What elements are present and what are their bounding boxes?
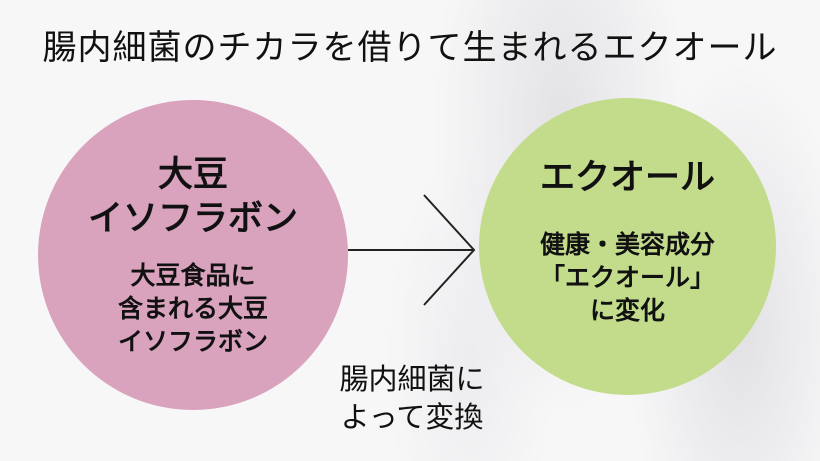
soy-isoflavone-description: 大豆食品に 含まれる大豆 イソフラボン [118, 259, 268, 358]
note-line: よって変換 [340, 400, 484, 434]
description-line: 「エクオール」 [539, 263, 715, 292]
conversion-note: 腸内細菌に よって変換 [322, 360, 502, 436]
equol-heading: エクオール [540, 156, 715, 200]
description-line: イソフラボン [117, 326, 268, 356]
heading-line: エクオール [539, 158, 715, 198]
conversion-arrow [348, 194, 476, 306]
soy-isoflavone-heading: 大豆 イソフラボン [88, 153, 298, 241]
soy-isoflavone-circle: 大豆 イソフラボン 大豆食品に 含まれる大豆 イソフラボン [38, 100, 348, 410]
description-line: 含まれる大豆 [117, 293, 268, 323]
description-line: 健康・美容成分 [539, 230, 715, 259]
equol-circle: エクオール 健康・美容成分 「エクオール」 に変化 [479, 98, 776, 395]
description-line: 大豆食品に [130, 260, 256, 290]
arrow-head [423, 194, 476, 306]
equol-description: 健康・美容成分 「エクオール」 に変化 [540, 228, 715, 327]
note-line: 腸内細菌に [339, 362, 485, 396]
description-line: に変化 [589, 296, 665, 325]
heading-line: 大豆 [157, 154, 228, 195]
heading-line: イソフラボン [87, 198, 298, 239]
page-title: 腸内細菌のチカラを借りて生まれるエクオール [42, 28, 778, 68]
